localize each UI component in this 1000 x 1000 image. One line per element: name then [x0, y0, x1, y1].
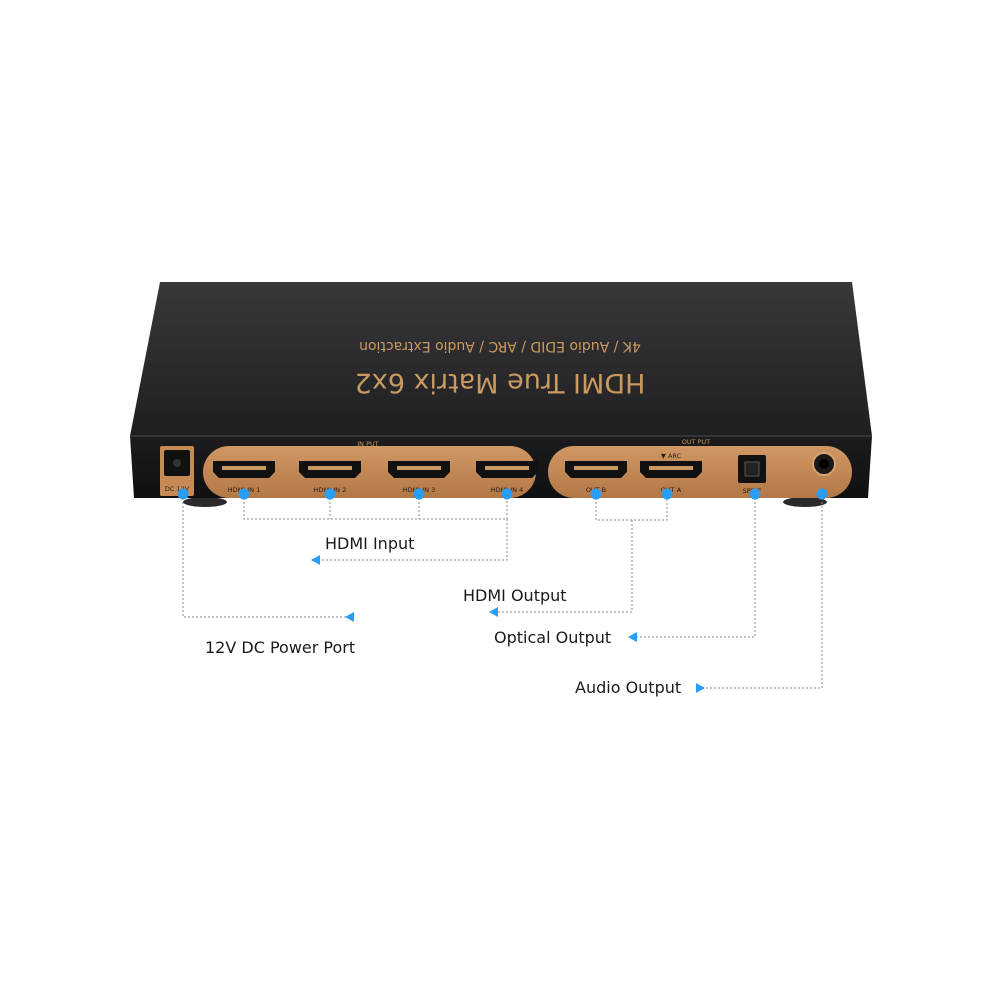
out-a-port: ▼ ARC OUT A [640, 452, 702, 494]
device-subtitle-print: 4K / Audio EDID / ARC / Audio Extraction [359, 338, 641, 354]
marker-dot [324, 488, 336, 500]
marker-dot [590, 488, 602, 500]
optical-output-callout: Optical Output [494, 628, 612, 647]
audio-output-callout: Audio Output [575, 678, 682, 697]
audio-jack-port [812, 452, 836, 476]
marker-dots [177, 488, 828, 500]
hdmi-output-callout: HDMI Output [463, 586, 567, 605]
dc-port-label: DC 12V [165, 485, 190, 493]
marker-dot [238, 488, 250, 500]
marker-dot [501, 488, 513, 500]
marker-dot [816, 488, 828, 500]
hdmi-input-callout: HDMI Input [325, 534, 415, 553]
arrow-audio [696, 683, 705, 693]
input-panel-label: IN PUT [357, 440, 379, 448]
arrow-dc [345, 612, 354, 622]
output-panel-label: OUT PUT [682, 438, 711, 446]
marker-dot [661, 488, 673, 500]
arrow-optical [628, 632, 637, 642]
leader-lines [182, 494, 823, 689]
arrow-hdmi-input [311, 555, 320, 565]
dc-power-callout: 12V DC Power Port [205, 638, 356, 657]
input-panel: IN PUT HDMI IN 1 HDMI IN 2 HDMI IN 3 HDM… [203, 440, 538, 498]
output-panel: OUT PUT OUT B ▼ ARC OUT A SPDIF [548, 438, 852, 498]
device-title-print: HDMI True Matrix 6x2 [355, 367, 646, 398]
marker-dot [749, 488, 761, 500]
arrowheads [311, 555, 705, 693]
arc-label: ▼ ARC [661, 452, 682, 460]
device-feet [183, 497, 827, 507]
marker-dot [413, 488, 425, 500]
device-top-surface [130, 282, 872, 436]
arrow-hdmi-output [489, 607, 498, 617]
out-a-label: OUT A [661, 486, 682, 494]
dc-power-port: DC 12V [160, 446, 194, 496]
marker-dot [177, 488, 189, 500]
